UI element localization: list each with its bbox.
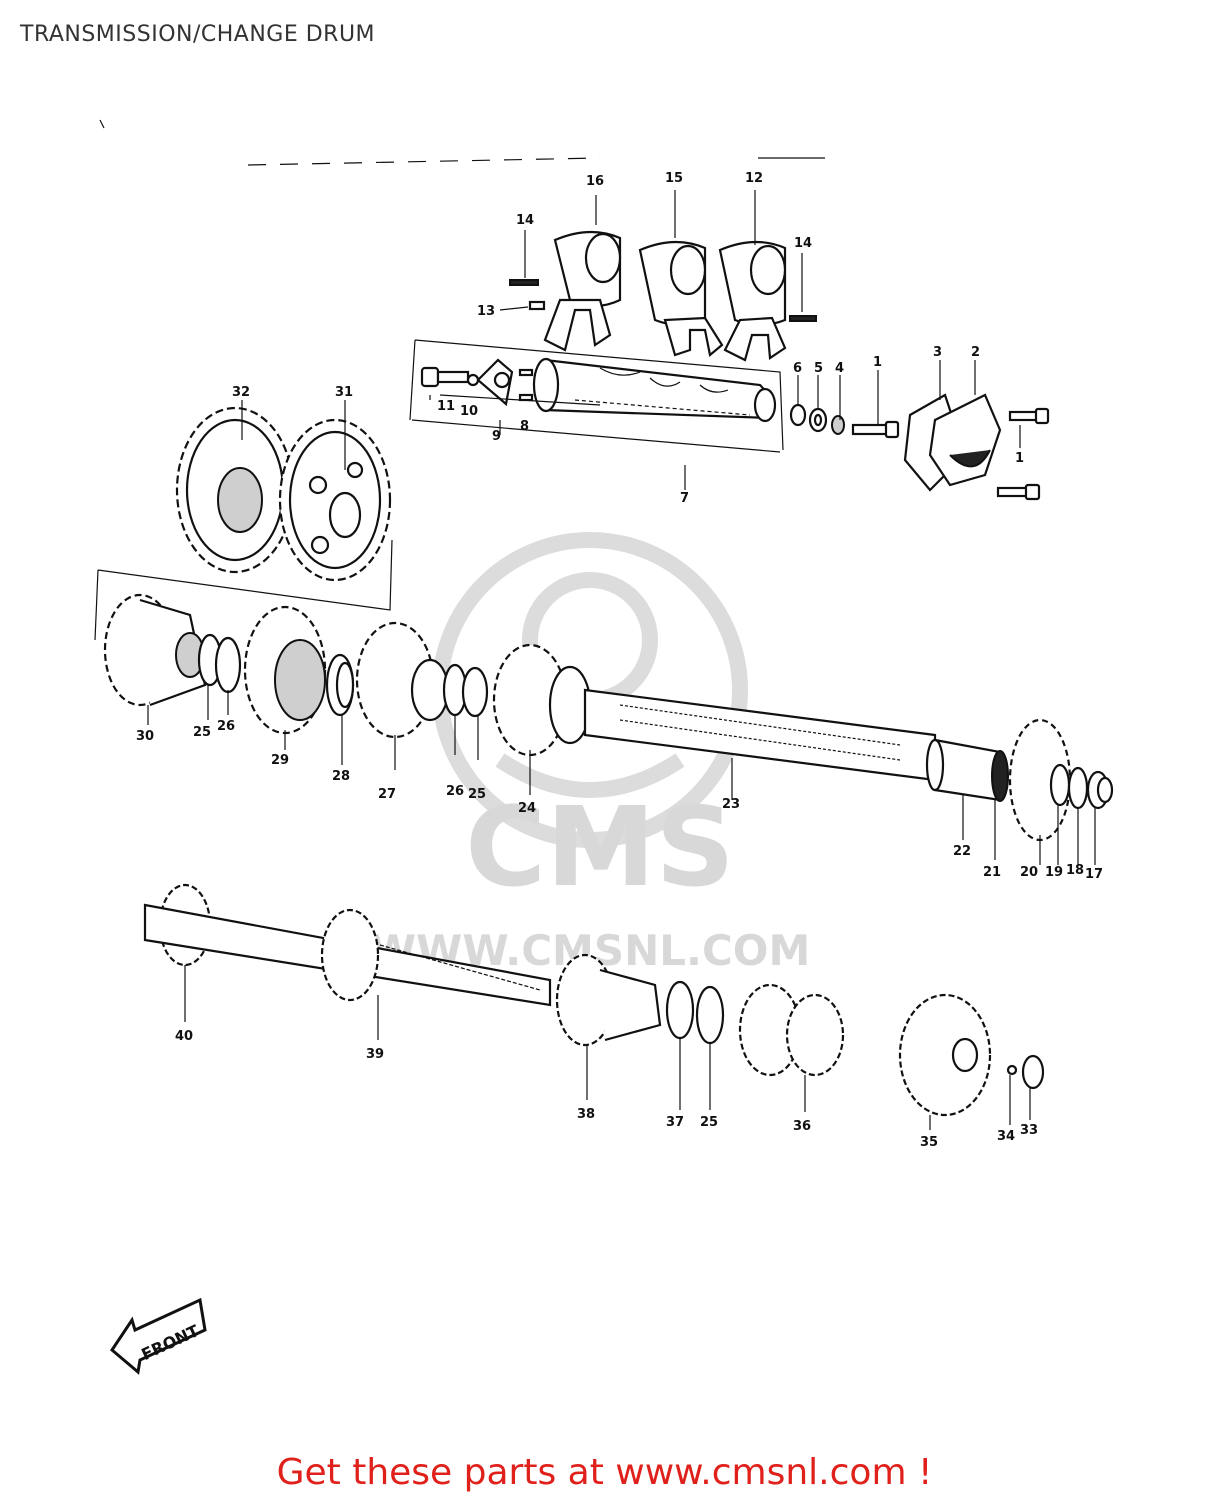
callout-14-right: 14	[794, 236, 812, 251]
callout-1-right: 1	[1015, 451, 1024, 466]
washer-33[interactable]	[1021, 1054, 1045, 1090]
callout-34: 34	[997, 1129, 1015, 1144]
callout-15: 15	[665, 171, 683, 186]
gear-38[interactable]	[555, 953, 662, 1047]
callout-4: 4	[835, 361, 844, 376]
part-6[interactable]	[789, 403, 807, 427]
callout-13: 13	[477, 304, 495, 319]
callout-28: 28	[332, 769, 350, 784]
drum-pins-8[interactable]	[518, 368, 534, 402]
drive-shaft-39[interactable]	[143, 903, 552, 1007]
callout-36: 36	[793, 1119, 811, 1134]
footer-cta-link[interactable]: Get these parts at www.cmsnl.com !	[276, 1452, 933, 1493]
circlip-25-lower[interactable]	[695, 985, 725, 1045]
circlip-25-mid[interactable]	[461, 666, 489, 718]
bolt-1-top[interactable]	[1008, 407, 1050, 425]
drum-cam-9[interactable]	[476, 358, 514, 407]
pin-14-right[interactable]	[789, 315, 817, 322]
callout-27: 27	[378, 787, 396, 802]
gear-27[interactable]	[355, 621, 450, 739]
gear-29[interactable]	[243, 605, 327, 735]
callout-5: 5	[814, 361, 823, 376]
gear-30[interactable]	[103, 593, 207, 707]
callout-8: 8	[520, 419, 529, 434]
page-title: TRANSMISSION/CHANGE DRUM	[20, 22, 376, 47]
gear-group-bracket	[94, 539, 393, 641]
bushing-28[interactable]	[325, 653, 355, 717]
callout-37: 37	[666, 1115, 684, 1130]
callout-30: 30	[136, 729, 154, 744]
gear-35[interactable]	[898, 993, 992, 1117]
output-shaft-23[interactable]	[583, 688, 937, 782]
callout-40: 40	[175, 1029, 193, 1044]
callout-3: 3	[933, 345, 942, 360]
callout-17: 17	[1085, 867, 1103, 882]
callout-23: 23	[722, 797, 740, 812]
shift-fork-12[interactable]	[718, 240, 787, 362]
gear-31[interactable]	[278, 418, 392, 582]
callout-22: 22	[953, 844, 971, 859]
pin-13[interactable]	[528, 300, 546, 311]
callout-31: 31	[335, 385, 353, 400]
callout-39: 39	[366, 1047, 384, 1062]
washer-18[interactable]	[1067, 766, 1089, 810]
callout-14-left: 14	[516, 213, 534, 228]
washer-4[interactable]	[831, 415, 845, 435]
change-drum[interactable]	[532, 357, 777, 423]
leader-lines	[147, 190, 1096, 1130]
callout-33: 33	[1020, 1123, 1038, 1138]
change-drum-bracket	[409, 339, 784, 453]
shift-fork-15[interactable]	[638, 240, 724, 358]
callouts: 16 15 12 14 14 13 1 3 2 4 5 6 1 11 10 9 …	[136, 171, 1103, 1150]
callout-9: 9	[492, 429, 501, 444]
bolt-11[interactable]	[420, 366, 470, 388]
collar-22[interactable]	[925, 738, 1002, 802]
washer-37[interactable]	[665, 980, 695, 1040]
washer-26-upper[interactable]	[214, 636, 242, 694]
washer-10[interactable]	[466, 373, 480, 387]
gear-36[interactable]	[738, 983, 845, 1077]
nut-17[interactable]	[1086, 770, 1114, 810]
callout-12: 12	[745, 171, 763, 186]
callout-1-top: 1	[873, 355, 882, 370]
front-arrow-icon: FRONT	[110, 1297, 207, 1375]
callout-25-lower: 25	[700, 1115, 718, 1130]
callout-6: 6	[793, 361, 802, 376]
callout-35: 35	[920, 1135, 938, 1150]
gear-24[interactable]	[492, 643, 592, 757]
callout-25-mid: 25	[468, 787, 486, 802]
callout-25-upper: 25	[193, 725, 211, 740]
callout-18: 18	[1066, 863, 1084, 878]
ball-34[interactable]	[1006, 1064, 1018, 1076]
o-ring-21[interactable]	[991, 750, 1009, 802]
callout-2: 2	[971, 345, 980, 360]
washer-5[interactable]	[808, 407, 828, 433]
callout-16: 16	[586, 174, 604, 189]
callout-29: 29	[271, 753, 289, 768]
callout-7: 7	[680, 491, 689, 506]
callout-38: 38	[577, 1107, 595, 1122]
watermark-brand: CMS	[465, 783, 734, 911]
bolt-1-left[interactable]	[851, 420, 900, 439]
callout-26-lower: 26	[446, 784, 464, 799]
callout-32: 32	[232, 385, 250, 400]
callout-26-upper: 26	[217, 719, 235, 734]
callout-11: 11	[437, 399, 455, 414]
callout-19: 19	[1045, 865, 1063, 880]
watermark-logo: CMS WWW.CMSNL.COM	[370, 532, 810, 975]
callout-20: 20	[1020, 865, 1038, 880]
shift-fork-16[interactable]	[543, 230, 622, 352]
gear-32[interactable]	[175, 406, 295, 574]
callout-21: 21	[983, 865, 1001, 880]
washer-19[interactable]	[1049, 763, 1071, 807]
pin-14-left[interactable]	[509, 279, 539, 286]
reference-lines	[99, 119, 825, 166]
callout-24: 24	[518, 801, 536, 816]
callout-10: 10	[460, 404, 478, 419]
bolt-1-bottom[interactable]	[996, 483, 1041, 501]
cover-2[interactable]	[928, 393, 1002, 487]
